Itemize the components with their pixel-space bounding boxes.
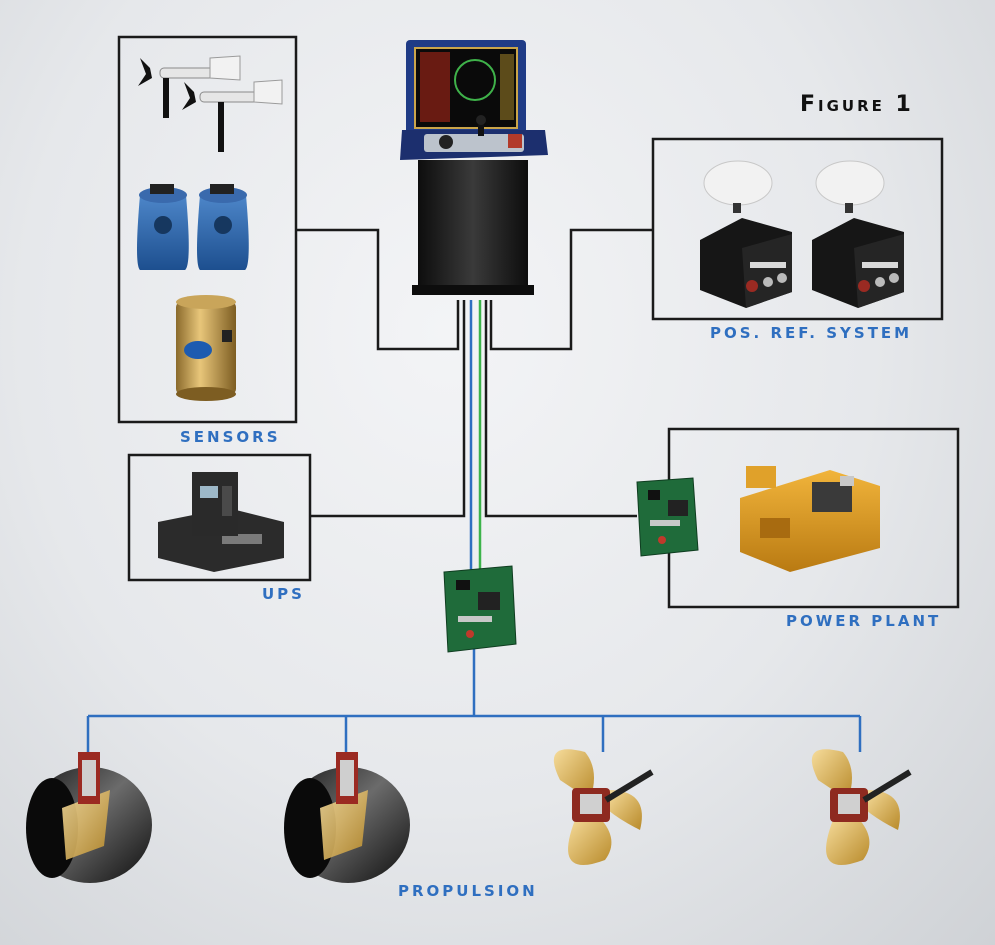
tunnel-thruster-icon bbox=[26, 752, 152, 883]
gyro-compass-icon bbox=[137, 184, 189, 270]
connection-lines bbox=[86, 228, 862, 752]
azimuth-thruster-icon bbox=[811, 749, 912, 865]
gps-antenna-icon bbox=[703, 160, 773, 213]
control-board-icon bbox=[443, 565, 517, 653]
power-plant-label: POWER PLANT bbox=[786, 612, 942, 630]
control-board-icon bbox=[636, 477, 699, 557]
pos-ref-label: POS. REF. SYSTEM bbox=[710, 324, 913, 342]
motion-reference-unit-icon bbox=[176, 295, 236, 401]
power-link bbox=[484, 300, 637, 518]
receiver-unit-icon bbox=[700, 218, 792, 308]
azimuth-thruster-icon bbox=[553, 749, 654, 865]
sensors-label: SENSORS bbox=[180, 428, 281, 446]
sensors-link bbox=[296, 228, 460, 351]
ups-link bbox=[310, 300, 466, 518]
generator-icon bbox=[740, 466, 880, 572]
gyro-compass-icon bbox=[197, 184, 249, 270]
receiver-unit-icon bbox=[812, 218, 904, 308]
pos-ref-link bbox=[489, 228, 653, 351]
ups-label: UPS bbox=[262, 585, 305, 603]
gps-antenna-icon bbox=[815, 160, 885, 213]
tunnel-thruster-icon bbox=[284, 752, 410, 883]
wind-sensor-icon bbox=[182, 79, 283, 152]
wind-sensor-icon bbox=[138, 55, 241, 118]
propulsion-label: PROPULSION bbox=[398, 882, 538, 900]
ups-box bbox=[127, 453, 312, 582]
figure-title: Figure 1 bbox=[800, 92, 914, 117]
ups-icon bbox=[158, 472, 284, 572]
dp-console-icon bbox=[400, 40, 548, 295]
